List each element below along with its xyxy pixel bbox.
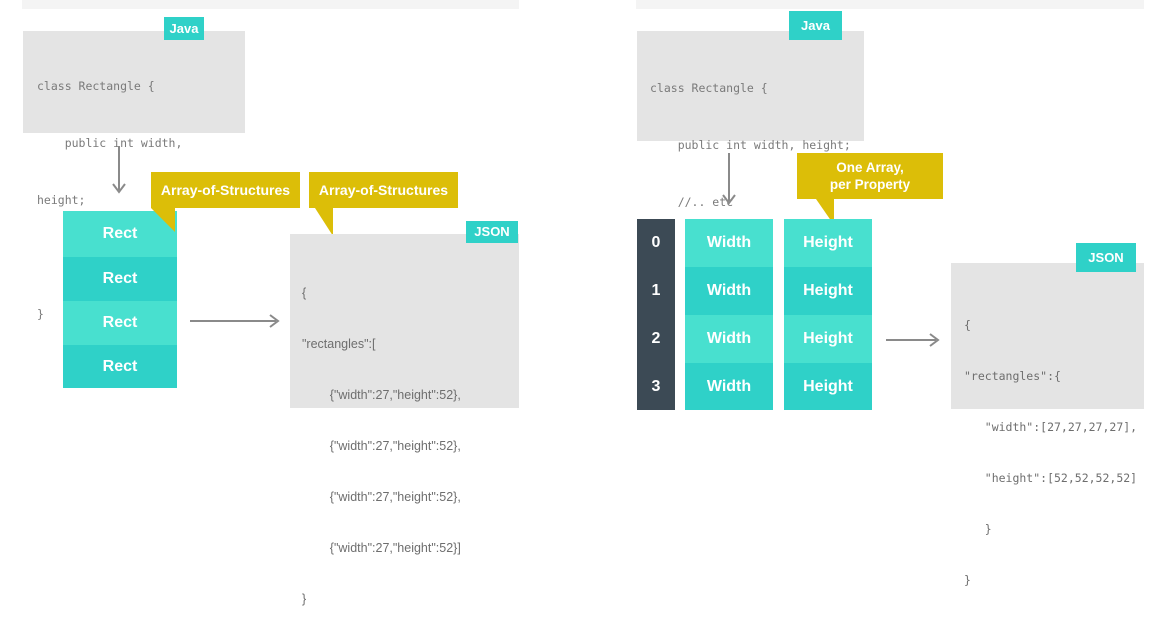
java-code-box: class Rectangle { public int width, heig… [23, 31, 245, 321]
down-arrow-icon [112, 146, 126, 194]
code-line: } [37, 307, 44, 321]
json-line: {"width":27,"height":52}, [302, 490, 461, 504]
soa-panel: class Rectangle { public int width, heig… [636, 0, 1144, 587]
aos-callout-json-label: Array-of-Structures [318, 181, 449, 198]
index-cell: 0 [637, 219, 675, 267]
json-line: { [964, 318, 971, 332]
aos-callout-json: Array-of-Structures [309, 172, 458, 236]
aos-callout-label: Array-of-Structures [160, 181, 291, 198]
code-line: class Rectangle { [650, 81, 768, 95]
json-box: { "rectangles":[ {"width":27,"height":52… [290, 234, 519, 606]
rect-cell: Rect [63, 257, 177, 301]
rect-cell: Rect [63, 301, 177, 345]
index-cell: 3 [637, 363, 675, 410]
json-line: { [302, 286, 307, 300]
json-line: } [964, 573, 971, 587]
soa-callout-line: per Property [829, 177, 911, 192]
aos-callout: Array-of-Structures [151, 172, 300, 232]
soa-callout-line: One Array, [836, 160, 904, 175]
json-line: {"width":27,"height":52}, [302, 439, 461, 453]
json-line: } [302, 592, 307, 606]
right-arrow-icon [886, 333, 940, 347]
rect-cell: Rect [63, 345, 177, 388]
code-line: height; [37, 193, 86, 207]
json-line: {"width":27,"height":52}] [302, 541, 461, 555]
width-cell: Width [685, 315, 773, 363]
json-tag: JSON [466, 221, 518, 243]
json-line: "rectangles":{ [964, 369, 1061, 383]
index-cell: 1 [637, 267, 675, 315]
json-tag: JSON [1076, 243, 1136, 272]
aos-panel: class Rectangle { public int width, heig… [22, 0, 519, 606]
width-cell: Width [685, 363, 773, 410]
java-tag: Java [789, 11, 842, 40]
code-line: public int width, [37, 136, 183, 150]
code-line: class Rectangle { [37, 79, 155, 93]
width-cell: Width [685, 219, 773, 267]
java-tag: Java [164, 17, 204, 40]
json-line: } [964, 522, 992, 536]
height-cell: Height [784, 219, 872, 267]
height-cell: Height [784, 315, 872, 363]
right-arrow-icon [190, 314, 280, 328]
java-code-box: class Rectangle { public int width, heig… [637, 31, 864, 266]
json-line: "height":[52,52,52,52] [964, 471, 1138, 485]
height-cell: Height [784, 267, 872, 315]
width-cell: Width [685, 267, 773, 315]
json-box: { "rectangles":{ "width":[27,27,27,27], … [951, 263, 1144, 587]
json-line: "rectangles":[ [302, 337, 376, 351]
code-line: public int width, height; [650, 138, 851, 152]
json-line: {"width":27,"height":52}, [302, 388, 461, 402]
down-arrow-icon [722, 153, 736, 205]
code-line: //.. etc [650, 195, 734, 209]
height-cell: Height [784, 363, 872, 410]
json-line: "width":[27,27,27,27], [964, 420, 1138, 434]
index-cell: 2 [637, 315, 675, 363]
soa-callout: One Array, per Property [797, 153, 943, 225]
